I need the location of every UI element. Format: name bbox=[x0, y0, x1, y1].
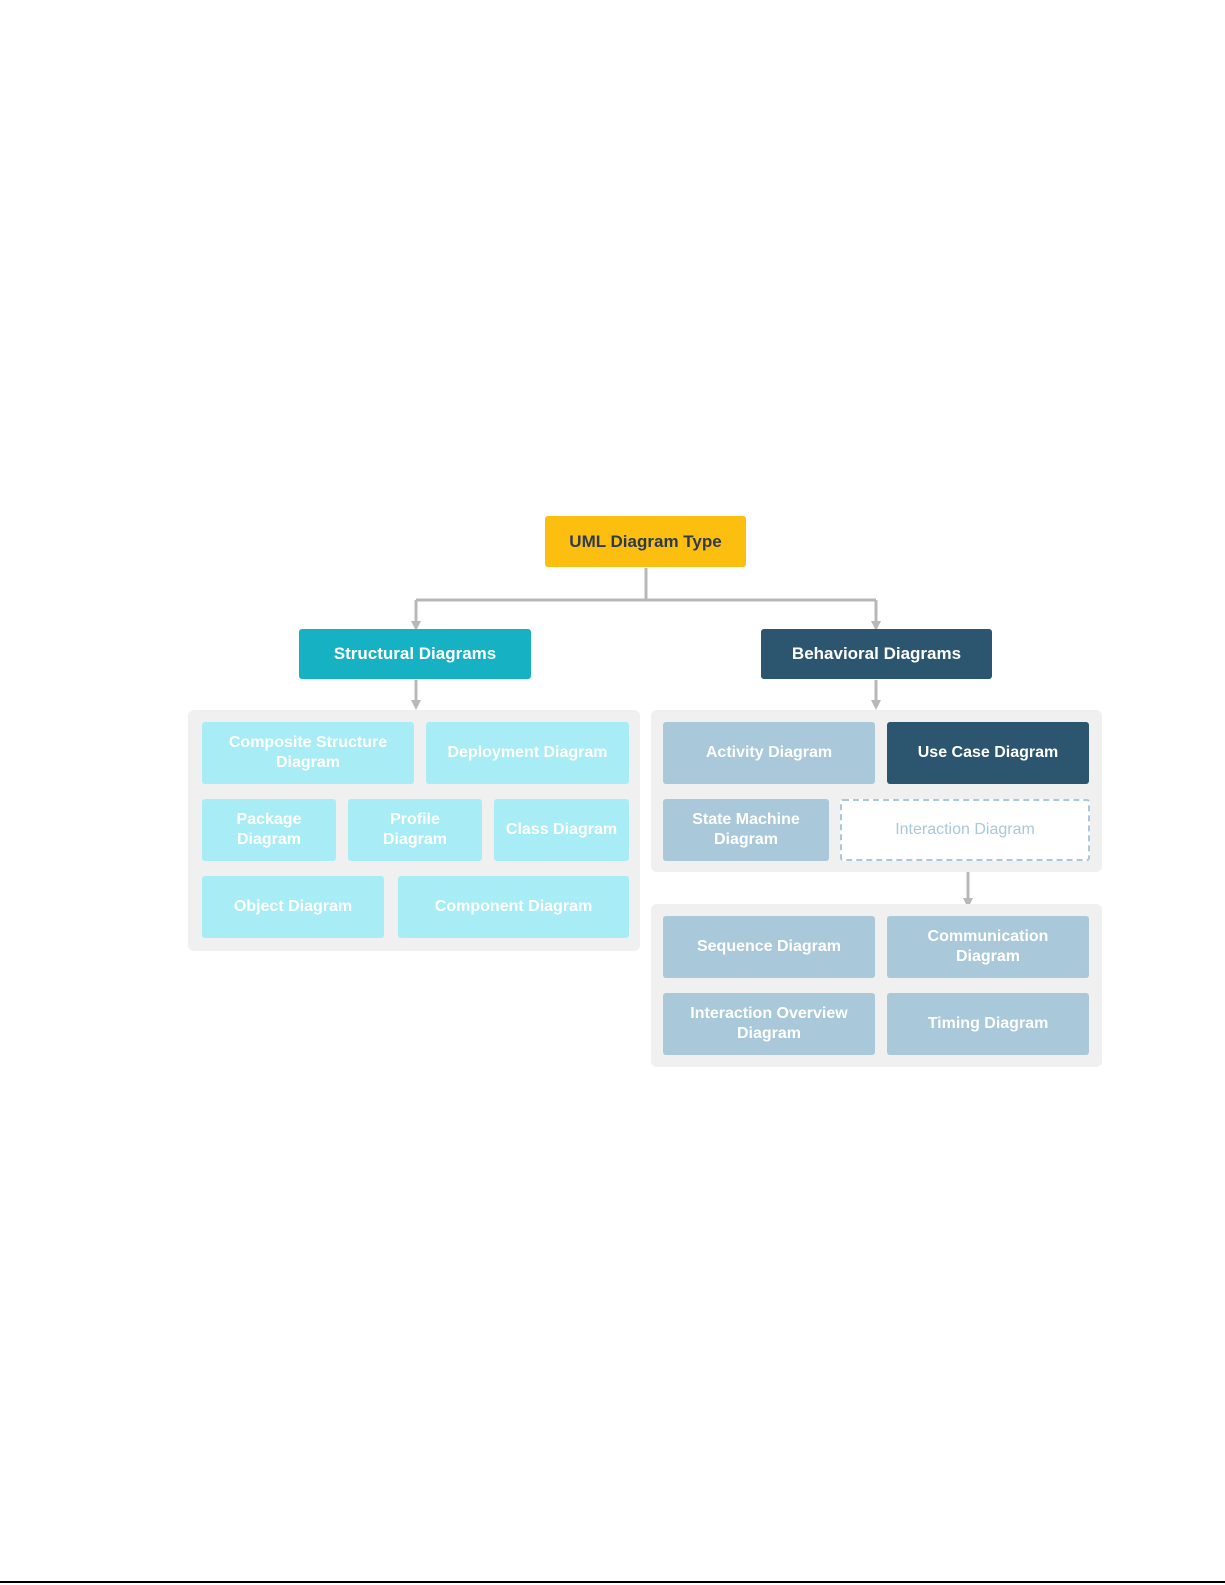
node-label: Composite Structure Diagram bbox=[228, 734, 388, 771]
page-bottom-rule bbox=[0, 1581, 1225, 1583]
node-label: Interaction Overview Diagram bbox=[690, 1005, 848, 1042]
structural-diagrams-node: Structural Diagrams bbox=[299, 629, 531, 679]
deployment-diagram-node: Deployment Diagram bbox=[426, 722, 629, 784]
node-label: State Machine Diagram bbox=[692, 811, 800, 848]
node-label: Deployment Diagram bbox=[447, 744, 608, 761]
timing-diagram-node: Timing Diagram bbox=[887, 993, 1089, 1055]
sequence-diagram-node: Sequence Diagram bbox=[663, 916, 875, 978]
component-diagram-node: Component Diagram bbox=[398, 876, 629, 938]
node-label: Timing Diagram bbox=[927, 1015, 1049, 1032]
structural-diagrams-label: Structural Diagrams bbox=[333, 644, 497, 663]
node-label: Communication Diagram bbox=[927, 928, 1049, 965]
state-machine-diagram-node: State Machine Diagram bbox=[663, 799, 829, 861]
node-label: Component Diagram bbox=[434, 898, 593, 915]
node-label: Package Diagram bbox=[236, 811, 302, 848]
node-label: Interaction Diagram bbox=[895, 821, 1035, 838]
interaction-diagram-node: Interaction Diagram bbox=[840, 799, 1090, 861]
interaction-overview-diagram-node: Interaction Overview Diagram bbox=[663, 993, 875, 1055]
class-diagram-node: Class Diagram bbox=[494, 799, 629, 861]
node-label: Object Diagram bbox=[233, 898, 353, 915]
node-label: Profile Diagram bbox=[382, 811, 448, 848]
profile-diagram-node: Profile Diagram bbox=[348, 799, 482, 861]
activity-diagram-node: Activity Diagram bbox=[663, 722, 875, 784]
node-label: Sequence Diagram bbox=[696, 938, 842, 955]
use-case-diagram-node: Use Case Diagram bbox=[887, 722, 1089, 784]
node-label: Activity Diagram bbox=[705, 744, 833, 761]
root-node-uml-diagram-type: UML Diagram Type bbox=[545, 516, 746, 567]
object-diagram-node: Object Diagram bbox=[202, 876, 384, 938]
package-diagram-node: Package Diagram bbox=[202, 799, 336, 861]
node-label: Use Case Diagram bbox=[917, 744, 1059, 761]
behavioral-diagrams-label: Behavioral Diagrams bbox=[791, 644, 962, 663]
root-node-label: UML Diagram Type bbox=[569, 531, 722, 551]
node-label: Class Diagram bbox=[505, 821, 618, 838]
composite-structure-diagram-node: Composite Structure Diagram bbox=[202, 722, 414, 784]
behavioral-diagrams-node: Behavioral Diagrams bbox=[761, 629, 992, 679]
communication-diagram-node: Communication Diagram bbox=[887, 916, 1089, 978]
